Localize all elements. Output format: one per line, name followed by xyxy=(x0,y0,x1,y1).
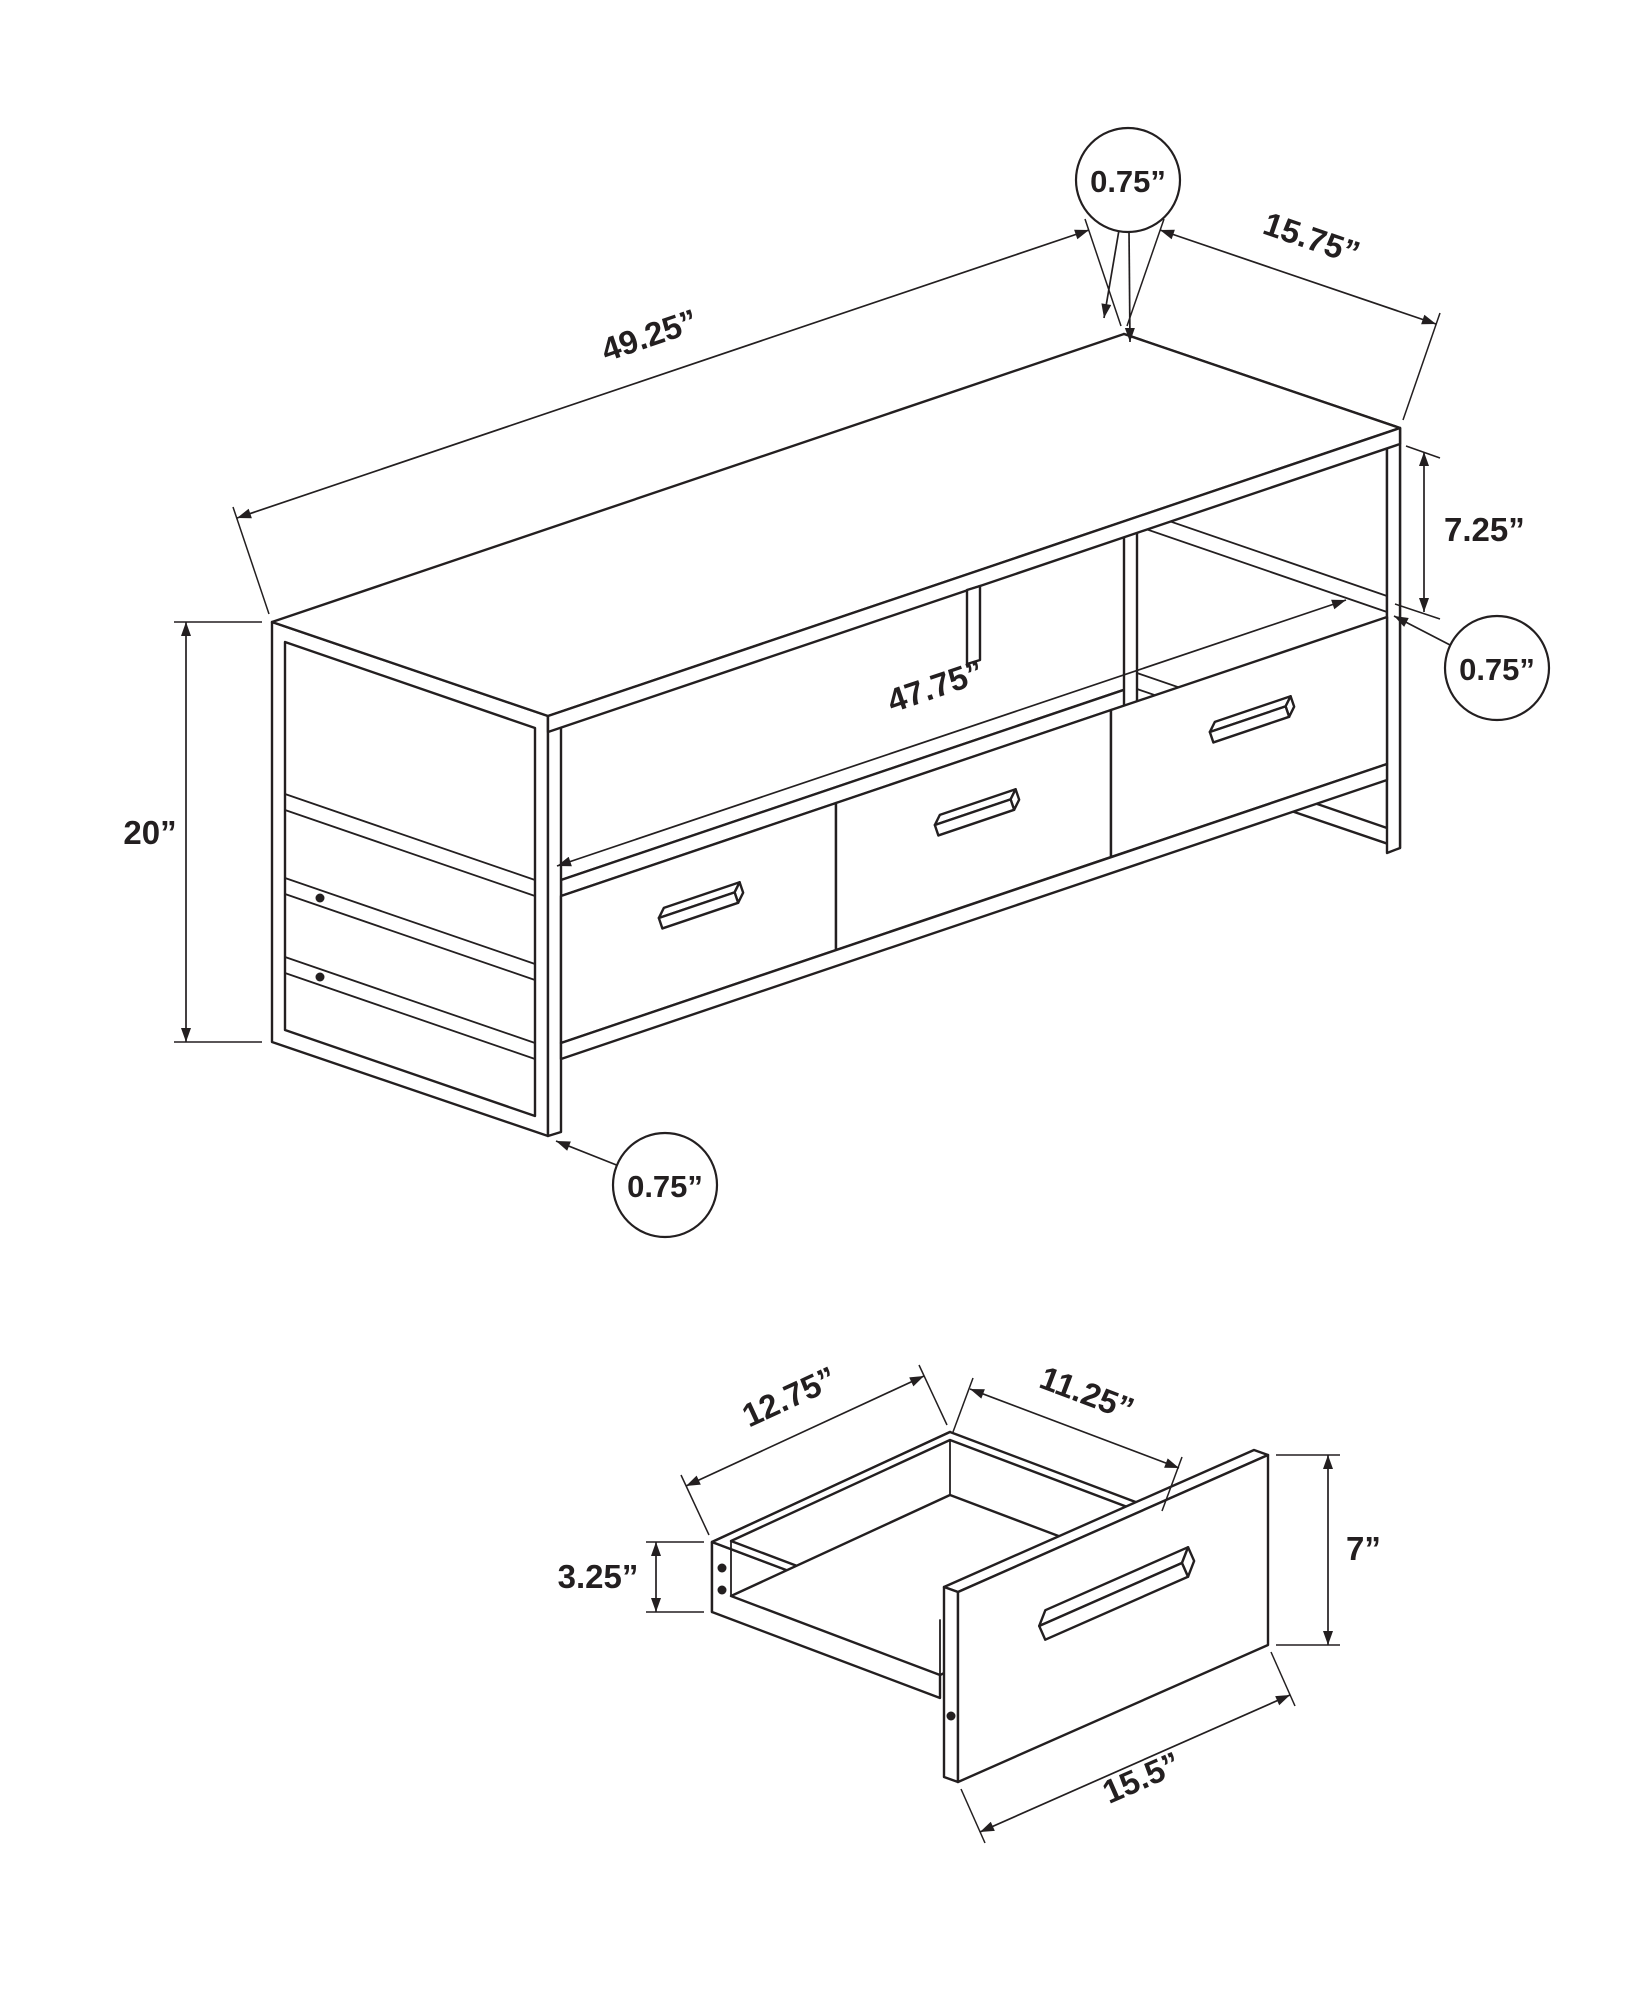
dimension-label-shelf-thickness: 0.75” xyxy=(1459,652,1535,687)
dimension-label-drawer-inner-width: 11.25” xyxy=(1035,1359,1139,1428)
drawer-handle xyxy=(1038,1546,1196,1641)
extension-line xyxy=(952,1377,974,1433)
dimension-label-drawer-front-height: 7” xyxy=(1346,1530,1381,1567)
dimension-drawer-side-height: 3.25” xyxy=(558,1541,704,1613)
extension-line xyxy=(1402,312,1441,421)
dimension-line xyxy=(556,599,1347,867)
dimension-line xyxy=(236,229,1090,519)
extension-line xyxy=(1270,1651,1296,1707)
callout-circle xyxy=(1074,126,1182,234)
dimension-label-opening-height: 7.25” xyxy=(1444,511,1525,548)
callout-frame-thickness: 0.75” xyxy=(555,1131,719,1239)
screw-dot xyxy=(946,1711,956,1721)
extension-line xyxy=(232,506,270,615)
left-opening-shelf-line xyxy=(284,809,536,897)
left-opening-shelf-line xyxy=(284,793,536,881)
extension-line xyxy=(1394,603,1441,620)
left-opening-slat-line xyxy=(284,877,536,965)
dimension-line xyxy=(979,1694,1291,1833)
drawer-handle xyxy=(657,881,745,930)
handle-bar xyxy=(1038,1561,1190,1641)
stand-left-frame-opening xyxy=(283,640,537,1118)
callout-top-thickness: 0.75” xyxy=(1074,126,1182,343)
screw-dot xyxy=(315,893,325,903)
left-opening-slat-line xyxy=(284,972,536,1060)
dimension-line xyxy=(969,1388,1180,1469)
right-opening-shelf-line xyxy=(1136,509,1388,597)
extension-line xyxy=(1405,445,1441,459)
dimension-overall-height: 20” xyxy=(123,621,262,1043)
drawer-view: 12.75” 11.25” 3.25” 7” 15.5” xyxy=(558,1359,1381,1844)
dimension-label-width: 49.25” xyxy=(596,302,702,369)
dimension-label-height: 20” xyxy=(123,814,176,851)
callout-arrow xyxy=(1101,229,1120,319)
right-opening-shelf-line xyxy=(1136,525,1388,613)
dimension-line xyxy=(685,1375,925,1487)
left-opening-slat-line xyxy=(284,956,536,1044)
stand-right-frame-front-edge xyxy=(1385,426,1402,855)
extension-line xyxy=(918,1364,948,1426)
dimension-label-frame-thickness: 0.75” xyxy=(627,1169,703,1204)
dimension-line xyxy=(1159,229,1437,325)
screw-dot xyxy=(717,1585,727,1595)
dimension-label-top-thickness: 0.75” xyxy=(1090,164,1166,199)
dimension-drawer-front-height: 7” xyxy=(1276,1454,1381,1646)
handle-bar xyxy=(657,891,740,930)
screw-dot xyxy=(717,1563,727,1573)
callout-shelf-thickness: 0.75” xyxy=(1393,614,1551,722)
callout-arrow xyxy=(1124,229,1135,343)
dimension-label-drawer-side-height: 3.25” xyxy=(558,1558,639,1595)
tv-stand-view: 49.25” 15.75” 20” 7.25” 47.75” xyxy=(123,126,1551,1239)
left-opening-slat-line xyxy=(284,893,536,981)
callout-circle xyxy=(1443,614,1551,722)
callout-circle xyxy=(611,1131,719,1239)
extension-line xyxy=(960,1788,986,1844)
extension-line xyxy=(1084,218,1122,327)
dimension-label-drawer-depth: 12.75” xyxy=(736,1359,841,1434)
dimension-opening-height: 7.25” xyxy=(1394,445,1525,620)
dimension-label-drawer-front-width: 15.5” xyxy=(1097,1744,1186,1810)
extension-line xyxy=(680,1474,710,1536)
extension-line xyxy=(1126,218,1165,327)
stand-left-frame-front-edge xyxy=(546,710,563,1138)
callout-arrow xyxy=(1393,615,1453,647)
dimension-label-depth: 15.75” xyxy=(1259,205,1365,272)
drawer-panel-side-edge xyxy=(942,1585,960,1784)
callout-arrow xyxy=(555,1140,620,1167)
stand-center-divider xyxy=(965,584,982,666)
screw-dot xyxy=(315,972,325,982)
